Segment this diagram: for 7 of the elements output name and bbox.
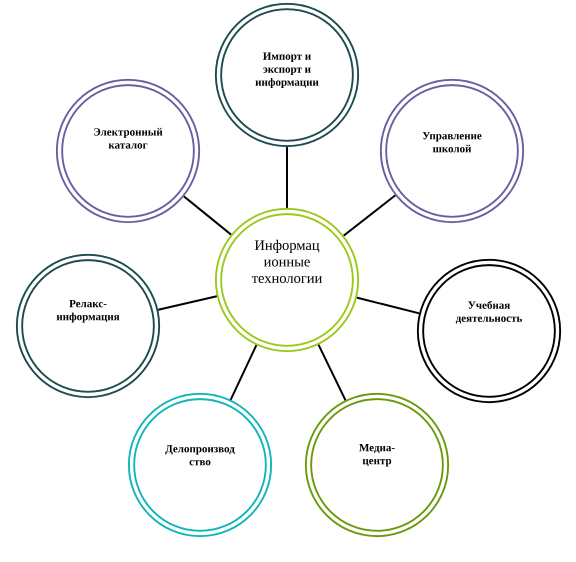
connector-line	[343, 194, 396, 236]
connector-line	[158, 295, 217, 311]
connector-line	[183, 196, 232, 236]
connector-line	[230, 344, 258, 400]
connector-line	[286, 147, 288, 208]
connector-line	[356, 296, 420, 314]
connector-line	[318, 344, 346, 401]
